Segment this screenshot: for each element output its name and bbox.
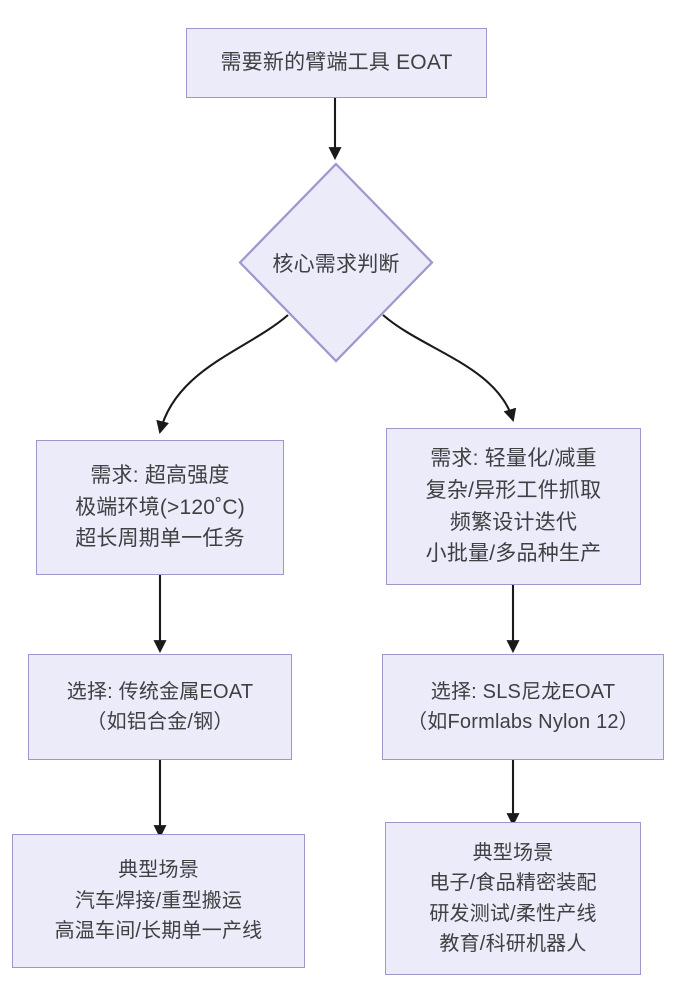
node-start[interactable]: 需要新的臂端工具 EOAT — [186, 28, 487, 98]
node-start-line-1: 需要新的臂端工具 EOAT — [220, 51, 453, 75]
node-req-right-line-1: 需求: 轻量化/减重 — [430, 446, 597, 470]
node-choice-right-line-1: 选择: SLS尼龙EOAT — [430, 680, 616, 703]
node-req-left-line-2: 极端环境(>120˚C) — [75, 495, 245, 519]
node-choice-left[interactable]: 选择: 传统金属EOAT （如铝合金/钢） — [28, 654, 292, 760]
node-cases-right-line-1: 典型场景 — [472, 841, 554, 864]
node-req-left-line-3: 超长周期单一任务 — [75, 527, 245, 551]
node-cases-left[interactable]: 典型场景 汽车焊接/重型搬运 高温车间/长期单一产线 — [12, 834, 305, 968]
node-choice-left-line-1: 选择: 传统金属EOAT — [66, 680, 254, 703]
node-req-left[interactable]: 需求: 超高强度 极端环境(>120˚C) 超长周期单一任务 — [36, 440, 284, 575]
node-cases-right[interactable]: 典型场景 电子/食品精密装配 研发测试/柔性产线 教育/科研机器人 — [385, 822, 641, 975]
node-cases-right-line-2: 电子/食品精密装配 — [429, 872, 597, 895]
node-choice-left-line-2: （如铝合金/钢） — [86, 711, 234, 733]
node-cases-left-line-1: 典型场景 — [118, 859, 199, 882]
node-decision-label: 核心需求判断 — [272, 252, 400, 276]
diamond-shape — [238, 162, 434, 363]
node-cases-left-line-2: 汽车焊接/重型搬运 — [74, 889, 243, 912]
node-req-right[interactable]: 需求: 轻量化/减重 复杂/异形工件抓取 频繁设计迭代 小批量/多品种生产 — [386, 428, 641, 585]
node-cases-left-line-3: 高温车间/长期单一产线 — [54, 920, 263, 943]
node-req-left-line-1: 需求: 超高强度 — [90, 463, 230, 487]
node-req-right-line-4: 小批量/多品种生产 — [425, 542, 602, 566]
node-choice-right[interactable]: 选择: SLS尼龙EOAT （如Formlabs Nylon 12） — [382, 654, 664, 760]
node-choice-right-line-2: （如Formlabs Nylon 12） — [407, 711, 639, 733]
node-req-right-line-3: 频繁设计迭代 — [449, 510, 578, 534]
node-decision[interactable]: 核心需求判断 — [238, 162, 434, 363]
node-req-right-line-2: 复杂/异形工件抓取 — [425, 478, 602, 502]
node-cases-right-line-4: 教育/科研机器人 — [439, 932, 587, 955]
node-cases-right-line-3: 研发测试/柔性产线 — [429, 902, 597, 925]
